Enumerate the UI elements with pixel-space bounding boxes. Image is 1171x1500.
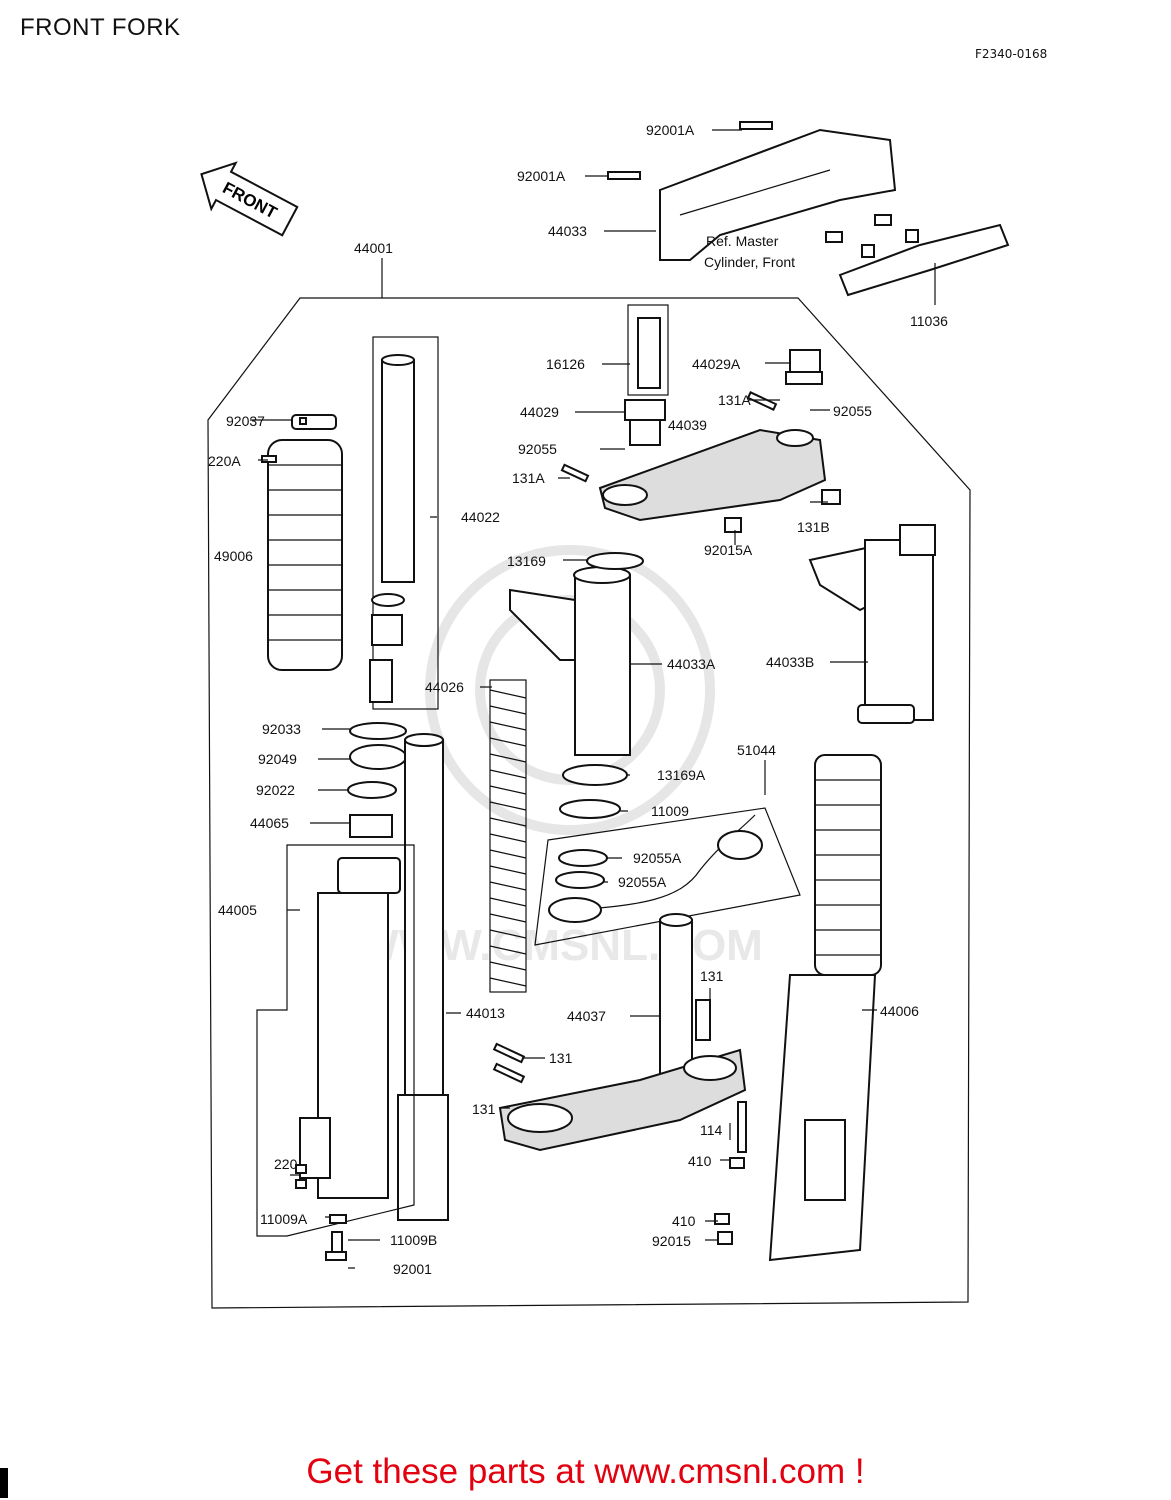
label-131-lower: 131	[472, 1101, 496, 1117]
label-92001A-lower: 92001A	[517, 168, 566, 184]
label-51044: 51044	[737, 742, 776, 758]
label-131-middle: 131	[549, 1050, 573, 1066]
edge-marker	[0, 1468, 8, 1498]
label-16126: 16126	[546, 356, 585, 372]
note-master-cylinder-2: Cylinder, Front	[704, 254, 795, 270]
label-92055-right: 92055	[833, 403, 872, 419]
inner-tube-part	[397, 733, 449, 1221]
label-49006: 49006	[214, 548, 253, 564]
label-44026: 44026	[425, 679, 464, 695]
label-92055-left: 92055	[518, 441, 557, 457]
label-44013: 44013	[466, 1005, 505, 1021]
label-92015: 92015	[652, 1233, 691, 1249]
label-92033: 92033	[262, 721, 301, 737]
label-11009B: 11009B	[390, 1232, 437, 1248]
handle-bracket-part	[607, 121, 897, 261]
label-13169: 13169	[507, 553, 546, 569]
label-44033: 44033	[548, 223, 587, 239]
label-220A: 220A	[208, 453, 241, 469]
label-92055A-lower: 92055A	[618, 874, 667, 890]
assembly-outline	[207, 297, 971, 1309]
label-44005: 44005	[218, 902, 257, 918]
label-92001A-upper: 92001A	[646, 122, 695, 138]
parts-diagram: WWW.CMSNL.COM FRONT	[200, 121, 1010, 1309]
stem-nut-part	[624, 304, 823, 446]
label-44033B: 44033B	[766, 654, 814, 670]
seal-rings-part	[347, 552, 644, 838]
brake-hose-part	[548, 814, 763, 923]
label-410-lower: 410	[672, 1213, 696, 1229]
label-44037: 44037	[567, 1008, 606, 1024]
label-44039: 44039	[668, 417, 707, 433]
leader-lines	[250, 129, 936, 1269]
label-44029A: 44029A	[692, 356, 741, 372]
label-11009A: 11009A	[260, 1211, 308, 1227]
page-title: FRONT FORK	[20, 14, 181, 41]
outer-tube-left-part	[299, 857, 401, 1199]
label-131A-upper: 131A	[718, 392, 751, 408]
label-44033A: 44033A	[667, 656, 716, 672]
steering-stem-part	[498, 913, 747, 1152]
upper-triple-clamp-part	[598, 428, 827, 522]
label-92015A: 92015A	[704, 542, 753, 558]
label-44065: 44065	[250, 815, 289, 831]
label-131B: 131B	[797, 519, 830, 535]
label-92037: 92037	[226, 413, 265, 429]
label-44022: 44022	[461, 509, 500, 525]
fasteners-part	[261, 391, 841, 1261]
outer-tube-left-box	[256, 844, 415, 1237]
label-44006: 44006	[880, 1003, 919, 1019]
dust-boot-part	[267, 414, 343, 671]
label-131-upper: 131	[700, 968, 724, 984]
label-44029: 44029	[520, 404, 559, 420]
part-labels: 92001A 92001A 44033 Ref. Master Cylinder…	[208, 122, 948, 1277]
diagram-reference-code: F2340-0168	[975, 47, 1048, 61]
fork-tube-box	[372, 336, 439, 710]
fork-spring-part	[489, 679, 527, 993]
label-220: 220	[274, 1156, 298, 1172]
label-114: 114	[700, 1122, 723, 1138]
front-arrow-icon: FRONT	[200, 161, 299, 237]
label-13169A: 13169A	[657, 767, 706, 783]
label-11009: 11009	[651, 803, 689, 819]
label-131A-lower: 131A	[512, 470, 545, 486]
label-11036: 11036	[910, 313, 948, 329]
label-92055A-upper: 92055A	[633, 850, 682, 866]
note-master-cylinder-1: Ref. Master	[706, 233, 779, 249]
cta-link[interactable]: Get these parts at www.cmsnl.com !	[306, 1452, 865, 1491]
stay-plate-part	[825, 214, 1010, 297]
label-92001: 92001	[393, 1261, 432, 1277]
label-410-upper: 410	[688, 1153, 712, 1169]
fork-tube-part	[369, 354, 415, 703]
headlight-bracket-left-part	[509, 566, 631, 756]
label-44001: 44001	[354, 240, 393, 256]
label-92049: 92049	[258, 751, 297, 767]
brake-hose-box	[534, 807, 801, 946]
fork-assembly-right-part	[768, 524, 936, 1262]
label-92022: 92022	[256, 782, 295, 798]
